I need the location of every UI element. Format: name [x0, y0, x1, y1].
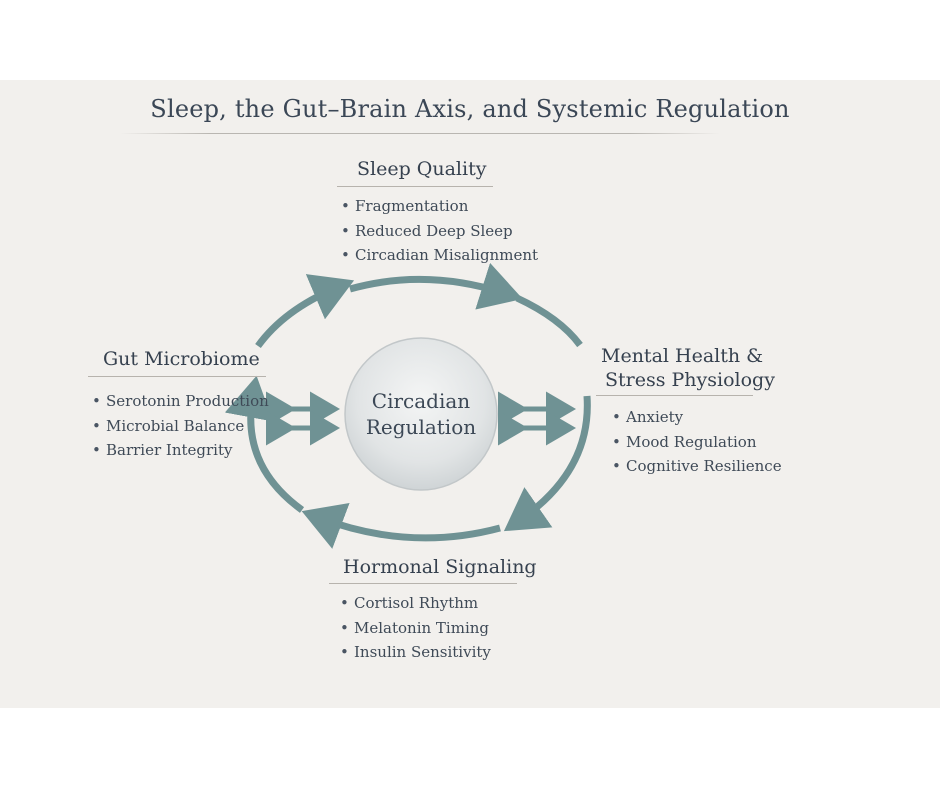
list-item: Mood Regulation — [612, 430, 782, 455]
mental-health-list: Anxiety Mood Regulation Cognitive Resili… — [612, 405, 782, 479]
hormonal-signaling-list: Cortisol Rhythm Melatonin Timing Insulin… — [340, 591, 491, 665]
mental-health-rule — [596, 395, 753, 396]
list-item: Barrier Integrity — [92, 438, 269, 463]
center-node: Circadian Regulation — [346, 339, 496, 489]
gut-microbiome-list: Serotonin Production Microbial Balance B… — [92, 389, 269, 463]
mental-health-heading-line2: Stress Physiology — [605, 369, 775, 391]
sleep-quality-rule — [337, 186, 493, 187]
list-item: Circadian Misalignment — [341, 243, 538, 268]
center-label-line2: Regulation — [365, 415, 477, 439]
arrow-gut-to-sleep — [255, 274, 355, 349]
sleep-quality-list: Fragmentation Reduced Deep Sleep Circadi… — [341, 194, 538, 268]
mental-health-heading-line1: Mental Health & — [601, 345, 764, 367]
sleep-quality-heading: Sleep Quality — [357, 158, 487, 180]
hormonal-signaling-rule — [329, 583, 517, 584]
list-item: Cortisol Rhythm — [340, 591, 491, 616]
list-item: Melatonin Timing — [340, 616, 491, 641]
list-item: Anxiety — [612, 405, 782, 430]
diagram-title: Sleep, the Gut–Brain Axis, and Systemic … — [150, 95, 790, 123]
list-item: Reduced Deep Sleep — [341, 219, 538, 244]
gut-microbiome-heading: Gut Microbiome — [103, 348, 260, 370]
hormonal-signaling-heading: Hormonal Signaling — [343, 556, 537, 578]
arrow-sleep-top — [349, 262, 523, 310]
arrow-sleep-to-mental — [515, 294, 583, 348]
center-circle — [344, 337, 498, 491]
gut-microbiome-rule — [88, 376, 266, 377]
arrow-mental-to-hormonal — [503, 395, 591, 532]
list-item: Cognitive Resilience — [612, 454, 782, 479]
arrow-hormonal-bottom — [301, 502, 501, 549]
list-item: Insulin Sensitivity — [340, 640, 491, 665]
title-divider — [120, 133, 720, 134]
list-item: Fragmentation — [341, 194, 538, 219]
center-label-line1: Circadian — [371, 389, 471, 413]
list-item: Serotonin Production — [92, 389, 269, 414]
list-item: Microbial Balance — [92, 414, 269, 439]
